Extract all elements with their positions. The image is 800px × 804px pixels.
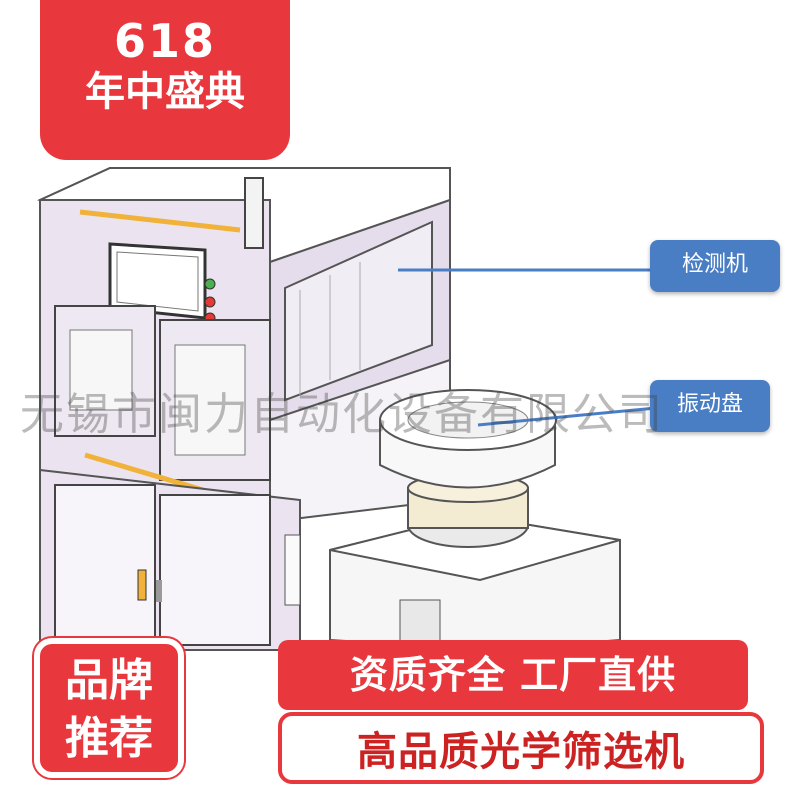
vibratory-feeder [329, 389, 621, 652]
brand-badge-line2: 推荐 [65, 713, 153, 764]
brand-recommend-badge: 品牌 推荐 [34, 638, 184, 778]
promo-badge-number: 618 [113, 14, 217, 68]
inspection-machine [37, 167, 451, 651]
company-watermark: 无锡市闽力自动化设备有限公司 [20, 389, 664, 440]
qualification-banner: 资质齐全 工厂直供 [278, 640, 748, 710]
promo-badge: 618 年中盛典 [40, 0, 290, 160]
product-title-banner: 高品质光学筛选机 [278, 712, 764, 784]
callout-vibratory-feeder: 振动盘 [650, 380, 770, 432]
callout-vibratory-label: 振动盘 [676, 392, 743, 417]
brand-badge-line1: 品牌 [65, 655, 153, 706]
callout-inspection-label: 检测机 [681, 252, 748, 277]
callout-inspection-machine: 检测机 [650, 240, 780, 292]
promo-badge-title: 年中盛典 [85, 69, 245, 115]
